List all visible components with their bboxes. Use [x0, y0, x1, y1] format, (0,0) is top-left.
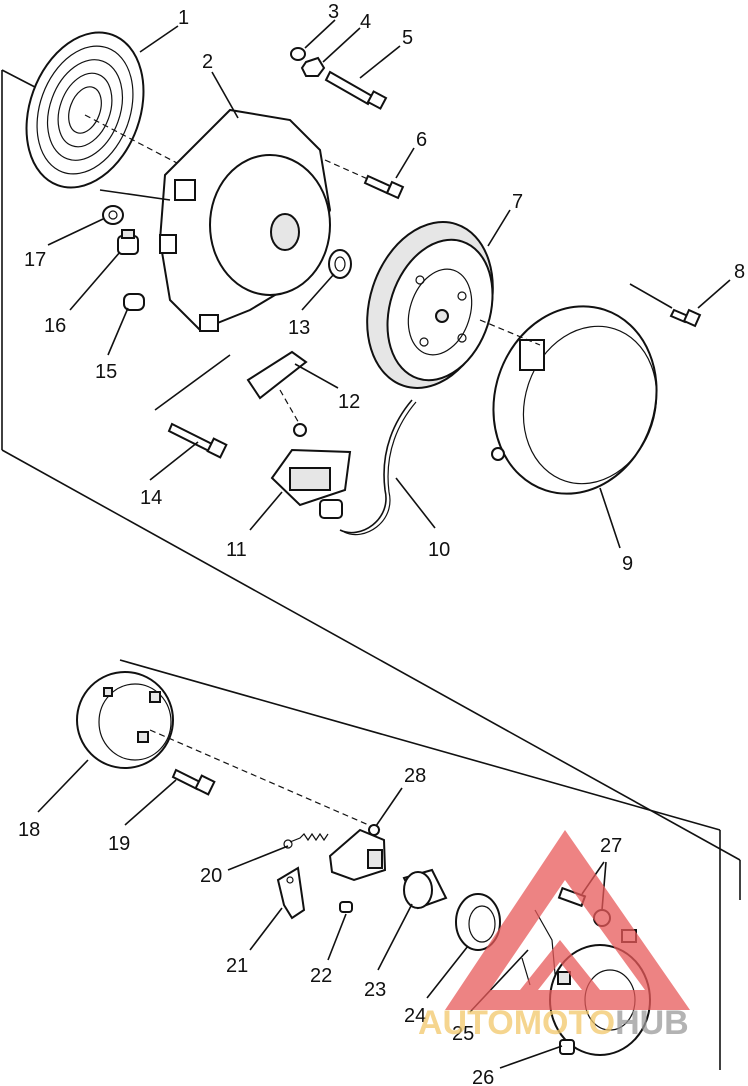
callout-28: 28	[404, 765, 426, 787]
callout-3: 3	[328, 1, 339, 23]
watermark-suffix: HUB	[615, 1004, 689, 1042]
callout-16: 16	[44, 315, 66, 337]
ring-part	[455, 893, 501, 951]
pawl-part	[276, 866, 306, 920]
long-bolt-part	[154, 354, 231, 459]
handle-insert-part	[246, 350, 308, 426]
callout-19: 19	[108, 833, 130, 855]
callout-1: 1	[178, 7, 189, 29]
callout-9: 9	[622, 553, 633, 575]
upper-assembly-frame	[1, 69, 741, 900]
callout-10: 10	[428, 539, 450, 561]
callout-14: 14	[140, 487, 162, 509]
screw-part	[324, 159, 405, 200]
callout-23: 23	[364, 979, 386, 1001]
cap-part	[290, 47, 306, 61]
callout-13: 13	[288, 317, 310, 339]
fitting-part	[117, 229, 139, 255]
callout-21: 21	[226, 955, 248, 977]
housing-bolt-part	[629, 283, 702, 328]
leader-lines	[37, 19, 731, 1069]
callout-20: 20	[200, 865, 222, 887]
callout-26: 26	[472, 1067, 494, 1086]
pin-part	[339, 901, 353, 913]
nut-part	[300, 56, 326, 77]
outer-cover-part	[479, 305, 658, 495]
starter-rope-part	[339, 399, 417, 536]
pulley-part	[366, 221, 494, 389]
pawl-spring-part	[283, 832, 329, 849]
callout-8: 8	[734, 261, 745, 283]
watermark-triangle-icon	[445, 830, 690, 1010]
recoil-housing-part	[158, 108, 332, 332]
callout-18: 18	[18, 819, 40, 841]
callout-27: 27	[600, 835, 622, 857]
watermark-text: AUTOMOTOHUB	[418, 1004, 689, 1042]
callout-5: 5	[402, 27, 413, 49]
starter-handle-part	[270, 423, 352, 519]
callout-11: 11	[226, 539, 247, 561]
callout-17: 17	[24, 249, 46, 271]
bushing-part	[328, 249, 352, 279]
cup-bolt-part	[171, 768, 216, 796]
callout-22: 22	[310, 965, 332, 987]
callout-4: 4	[360, 11, 371, 33]
callout-7: 7	[512, 191, 523, 213]
lower-assembly-frame	[119, 659, 721, 1070]
callout-12: 12	[338, 391, 360, 413]
callout-2: 2	[202, 51, 213, 73]
washer-part	[99, 189, 171, 225]
drive-cup-part	[76, 671, 381, 831]
callout-24: 24	[404, 1005, 426, 1027]
pawl-bracket-part	[328, 824, 387, 882]
callout-25: 25	[452, 1023, 474, 1045]
sleeve-part	[123, 293, 145, 311]
bolt-part	[324, 70, 388, 110]
callout-6: 6	[416, 129, 427, 151]
cylinder-part	[402, 868, 448, 910]
automotohub-watermark: AUTOMOTOHUB	[418, 830, 690, 1042]
watermark-prefix: AUTOMOTO	[418, 1004, 615, 1042]
callout-labels: 1 2 3 4 5 6 7 8 9 10 11 12 13 14 15 16 1…	[18, 1, 745, 1086]
rewind-spring-part	[25, 31, 201, 189]
watermark-inner-mark-icon	[520, 940, 600, 990]
callout-15: 15	[95, 361, 117, 383]
